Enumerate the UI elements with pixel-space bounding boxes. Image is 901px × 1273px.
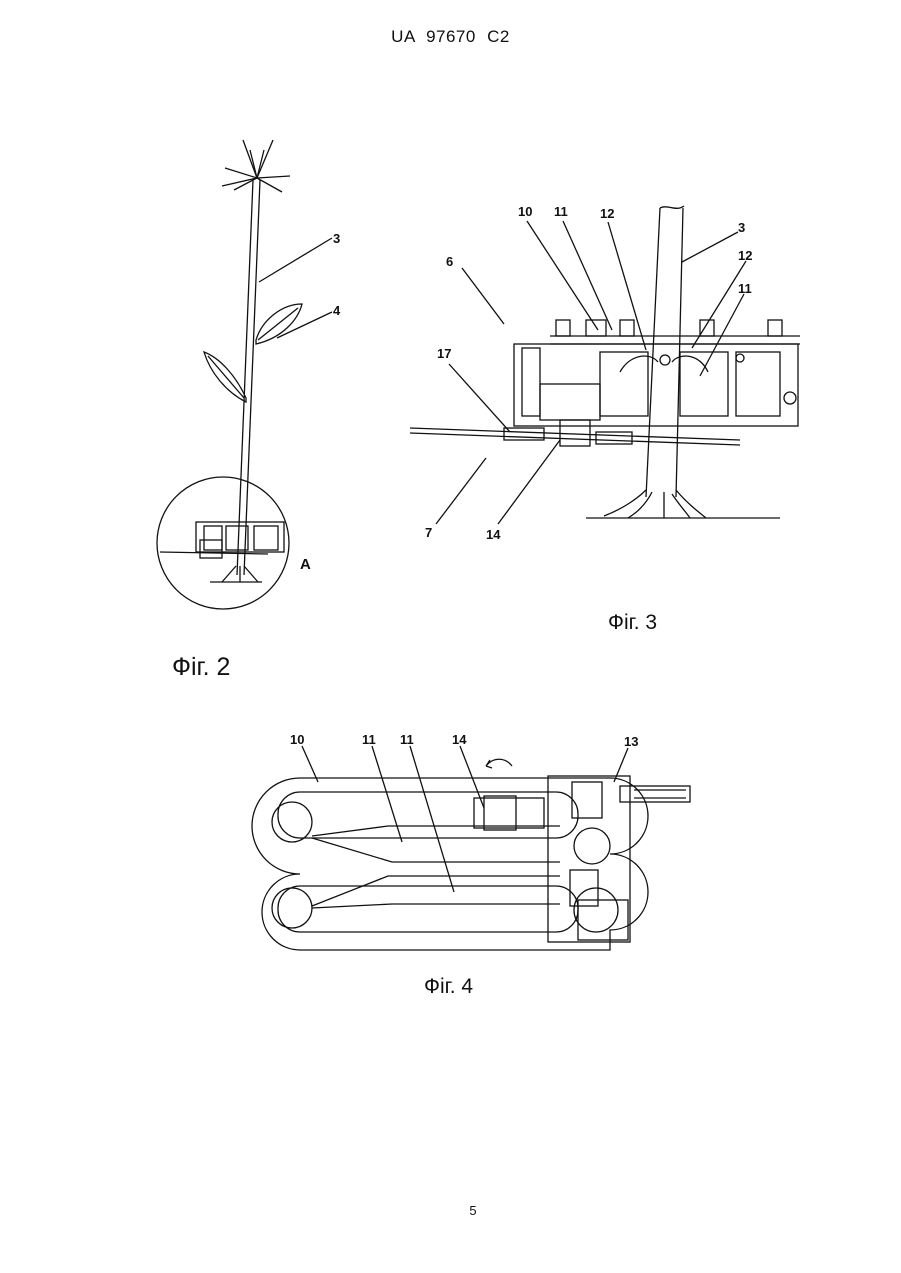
fig2-label-3: 3 <box>333 231 340 246</box>
fig4-label-11a: 11 <box>362 732 376 747</box>
detail-circle-a <box>157 477 289 609</box>
plant-tassel-icon <box>222 140 290 192</box>
fig3-label-11b: 11 <box>738 281 752 296</box>
fig3-label-14: 14 <box>486 527 501 542</box>
fig4-label-14: 14 <box>452 732 467 747</box>
fig3-label-11a: 11 <box>554 204 568 219</box>
plant-leaf-lower <box>204 352 246 402</box>
detail-device-icon <box>160 522 284 582</box>
fig4-rotation-arrow-icon <box>486 759 512 768</box>
page-number: 5 <box>0 1203 901 1218</box>
fig4-label-10: 10 <box>290 732 304 747</box>
fig3-label-6: 6 <box>446 254 453 269</box>
fig3-blade <box>410 428 740 445</box>
fig2-label-4: 4 <box>333 303 341 318</box>
fig3-rotation-arrow-right-icon <box>672 356 708 372</box>
fig3-roots-icon <box>604 490 706 518</box>
fig3-label-17: 17 <box>437 346 451 361</box>
fig2-label-a: A <box>300 556 311 573</box>
fig3-label-3: 3 <box>738 220 745 235</box>
fig3-housing <box>514 344 798 426</box>
fig3-stalk <box>646 206 684 497</box>
fig4-gearbox <box>548 776 630 942</box>
plant-leaf-upper <box>256 304 302 344</box>
fig4-upper-belt <box>278 792 578 838</box>
fig4-label-13: 13 <box>624 734 638 749</box>
plant-stalk <box>237 180 260 575</box>
fig4-label-11b: 11 <box>400 732 414 747</box>
fig3-caption: Фіг. 3 <box>608 611 657 634</box>
fig4-lower-belt <box>278 886 578 932</box>
fig2-caption: Фіг. 2 <box>172 653 230 681</box>
fig3-label-10: 10 <box>518 204 532 219</box>
figure-3: 10 11 12 3 12 11 6 17 7 14 Фіг. 3 <box>410 204 800 634</box>
figure-4: 10 11 11 14 13 Фіг. 4 <box>252 732 690 998</box>
fig3-label-7: 7 <box>425 525 432 540</box>
fig3-label-12a: 12 <box>600 206 614 221</box>
figure-2: 3 4 A Фіг. 2 <box>157 140 341 681</box>
fig4-caption: Фіг. 4 <box>424 975 473 998</box>
fig3-label-12b: 12 <box>738 248 752 263</box>
